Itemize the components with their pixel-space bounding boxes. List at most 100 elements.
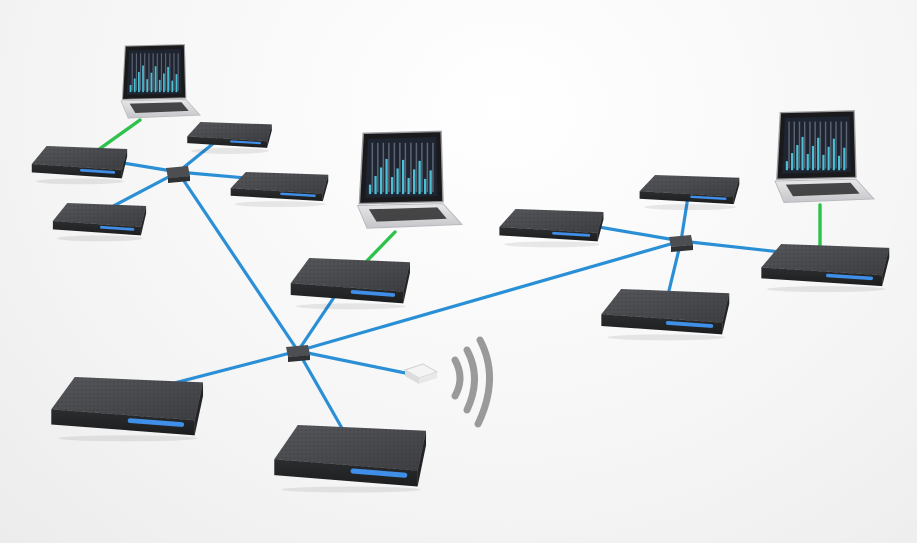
screen-meter-bar [806,154,809,171]
rack-device-shadow [235,201,325,208]
laptop-keyboard [785,182,860,197]
rack-device-front [499,227,598,242]
screen-meter-bar [158,79,161,93]
screen-meter-bar [811,145,815,171]
screen-meter-bar [838,155,841,171]
rack-device-icon [51,377,204,442]
screen-fader-track [410,142,412,193]
rack-device-front [51,409,195,436]
rack-device-mesh [31,146,128,170]
device-led-strip [826,273,874,281]
screen-meter-bar [843,147,846,171]
screen-meter-bar [401,159,405,195]
device-led-strip [230,140,262,145]
rack-device-icon [187,122,272,154]
device-led-strip [665,321,714,328]
screen-meter-bar [424,178,427,195]
rack-device-icon [31,146,128,185]
rack-device-shadow [281,486,421,493]
rack-device-side [322,174,329,202]
screen-meter-bar [827,146,830,171]
switch-front [288,355,310,362]
screen-fader-track [404,142,407,193]
device-led-strip [350,468,408,478]
node-layer [31,44,890,493]
rack-device-icon [499,209,604,248]
screen-fader-track [377,142,379,193]
rack-device-shadow [296,303,406,310]
rack-device-mesh [187,122,272,142]
wifi-waves-icon [451,336,493,428]
screen-meter-bar [171,80,174,93]
screen-fader-track [399,142,401,193]
network-switch-icon [286,345,310,362]
rack-device-icon [290,258,410,310]
screen-meter-bar [368,184,372,195]
wifi-wave [451,356,464,400]
usb-cable [360,230,397,268]
rack-device-shadow [607,334,725,341]
screen-fader-track [809,121,811,169]
rack-device-front [761,267,883,287]
rack-device-shadow [36,178,124,185]
switch-top [669,235,693,247]
rack-device-mesh [274,425,427,471]
screen-meter-bar [412,169,416,195]
switch-top [166,166,190,178]
rack-device-front [274,459,418,487]
screen-meter-bar [142,65,144,93]
screen-fader-track [840,121,842,169]
switch-top [286,345,310,357]
rack-device-mesh [601,289,730,323]
rack-device-front [52,221,141,236]
laptop-icon [356,130,464,229]
rack-device-side [882,247,890,287]
network-cable [296,349,417,377]
screen-meter-bar [385,158,388,195]
laptop-keyboard [129,102,189,114]
rack-device-side [121,149,128,179]
screen-meter-bar [785,161,788,171]
rack-device-front [230,188,323,202]
rack-device-side [597,212,604,242]
screen-fader-track [156,53,158,91]
access-point-front [419,372,437,384]
device-led-strip [350,290,396,297]
switch-front [168,176,190,183]
screen-meter-bar [163,73,165,93]
screen-fader-track [140,53,142,91]
screen-meter-bar [418,160,421,195]
rack-device-side [267,124,272,148]
screen-fader-track [371,142,374,193]
screen-fader-track [845,121,848,169]
screen-fader-track [793,121,795,169]
device-led-strip [79,168,116,174]
rack-device-shadow [504,241,600,248]
screen-meter-bar [822,154,825,171]
screen-fader-track [131,53,133,91]
rack-device-side [403,262,410,304]
screen-fader-track [173,53,175,91]
screen-fader-track [798,121,801,169]
rack-device-side [417,430,427,487]
rack-device-mesh [230,172,329,194]
screen-fader-track [177,53,179,91]
access-point-icon [403,363,439,384]
rack-device-side [733,177,740,205]
screen-meter-bar [407,177,410,195]
screen-fader-track [393,142,396,193]
rack-device-front [290,283,404,304]
laptop-icon [774,110,875,204]
screen-fader-track [382,142,385,193]
rack-device-icon [639,175,740,211]
screen-fader-track [803,121,806,169]
screen-meter-bar [129,84,132,93]
rack-device-icon [52,203,147,242]
screen-fader-track [415,142,418,193]
network-cable [296,239,683,353]
rack-device-shadow [58,435,198,442]
screen-fader-track [148,53,150,91]
screen-meter-bar [801,136,804,171]
